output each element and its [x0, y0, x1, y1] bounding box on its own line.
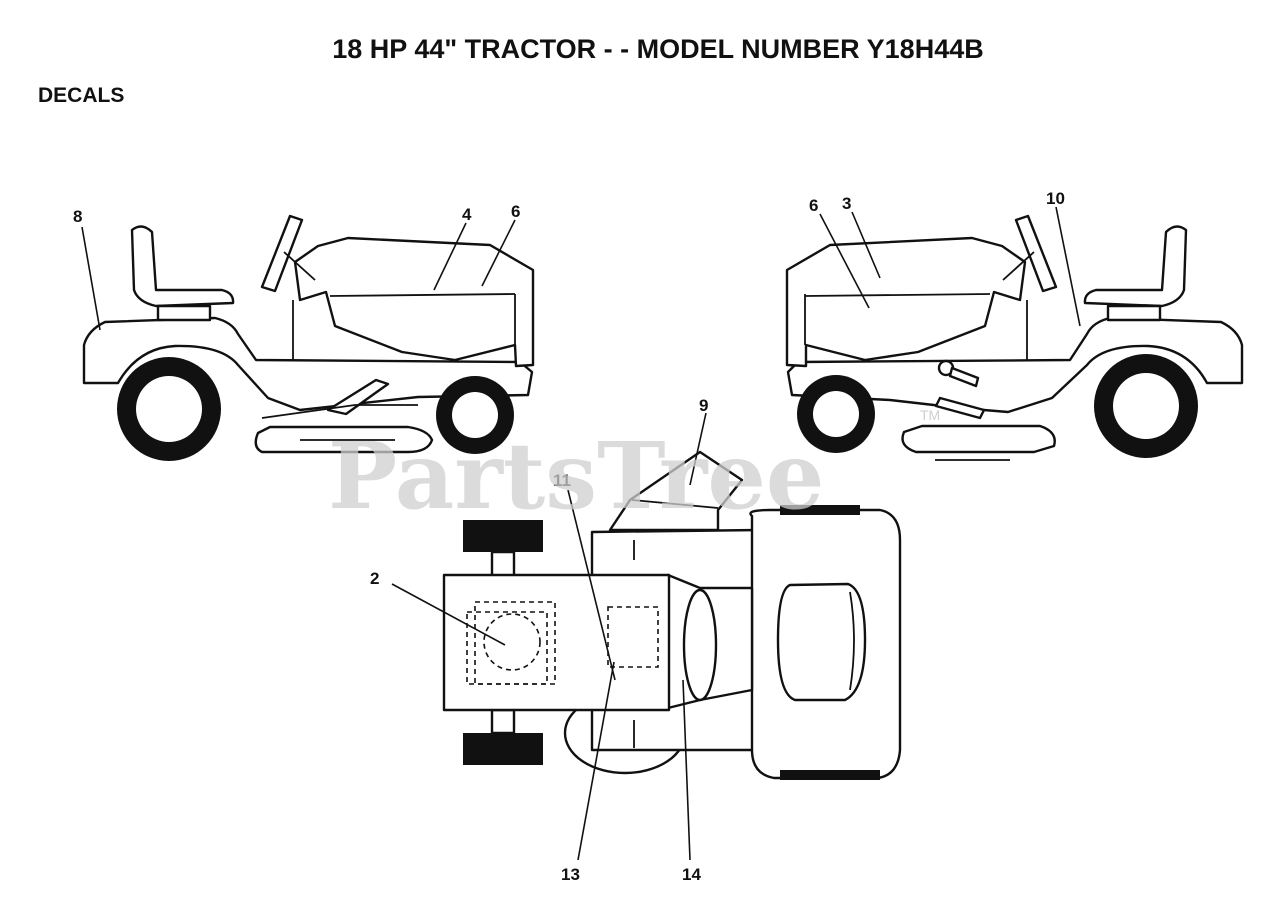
callout-13: 13 — [561, 865, 580, 884]
callout-4: 4 — [462, 205, 472, 224]
callout-8: 8 — [73, 207, 82, 226]
callout-10: 10 — [1046, 189, 1065, 208]
callout-14: 14 — [682, 865, 701, 884]
callout-6: 6 — [511, 202, 520, 221]
callout-6-right: 6 — [809, 196, 818, 215]
callout-3: 3 — [842, 194, 851, 213]
tractor-right-side-view: 6 3 10 — [785, 189, 1244, 461]
tractor-top-view: 2 9 11 13 14 — [370, 396, 902, 884]
partstree-watermark: PartsTree — [328, 422, 824, 530]
section-heading: DECALS — [38, 84, 125, 107]
page-title: 18 HP 44" TRACTOR - - MODEL NUMBER Y18H4… — [332, 34, 984, 64]
tractor-left-side-view: 8 4 6 — [73, 202, 535, 461]
watermark-trademark: TM — [920, 407, 940, 423]
callout-9: 9 — [699, 396, 708, 415]
callout-2: 2 — [370, 569, 379, 588]
callout-11: 11 — [553, 471, 571, 490]
